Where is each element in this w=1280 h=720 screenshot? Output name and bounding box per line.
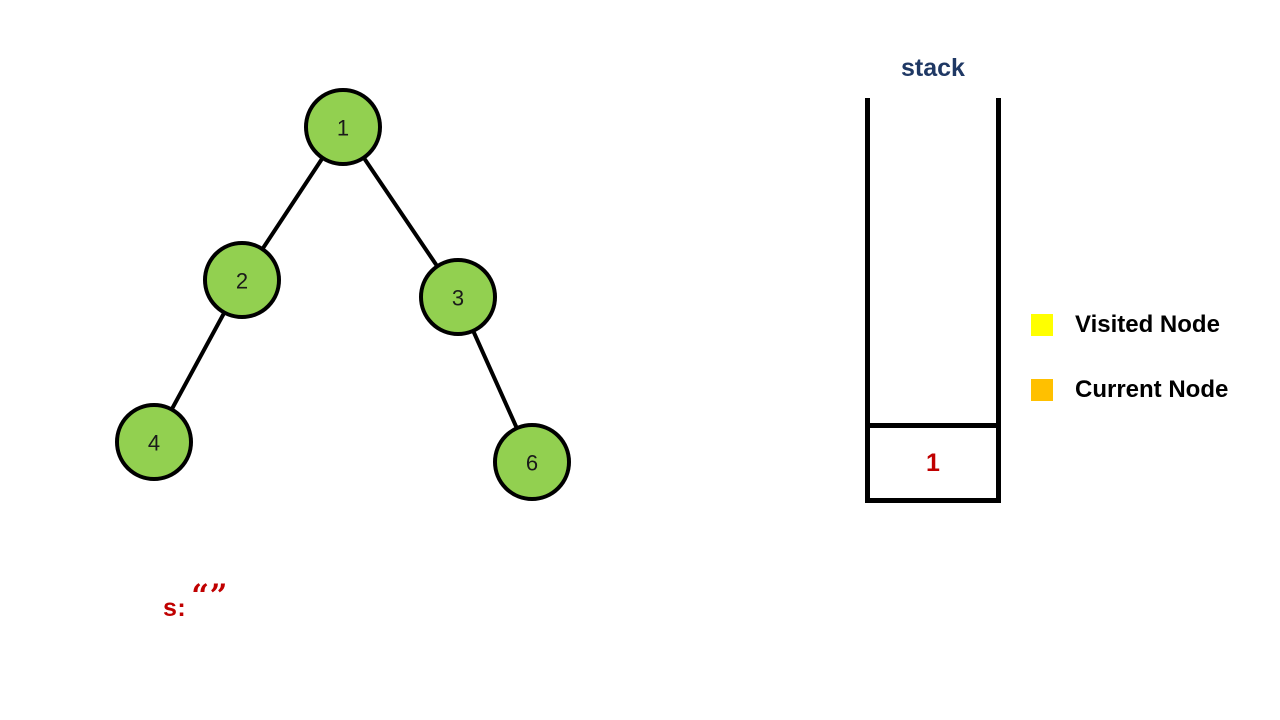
tree-node-label-4: 4	[148, 431, 160, 456]
visited-node-swatch	[1031, 314, 1053, 336]
tree-node-group: 1 2 3 4 6	[115, 88, 571, 501]
tree-node-circle-6[interactable]	[493, 423, 571, 501]
tree-node-circle-3[interactable]	[419, 258, 497, 336]
tree-node-circle-2[interactable]	[203, 241, 281, 319]
legend-item: Current Node	[1031, 376, 1229, 403]
stack-cell: 1	[870, 423, 996, 498]
tree-node-3[interactable]: 3	[419, 258, 497, 336]
legend-label: Visited Node	[1075, 311, 1220, 338]
traversal-string-output: s:“”	[163, 578, 228, 623]
string-label: s:	[163, 594, 187, 622]
tree-node-label-6: 6	[526, 451, 538, 476]
legend-label: Current Node	[1075, 376, 1229, 403]
current-node-swatch	[1031, 379, 1053, 401]
tree-node-circle-4[interactable]	[115, 403, 193, 481]
stack-container: 1	[865, 98, 1001, 503]
tree-node-1[interactable]: 1	[304, 88, 382, 166]
tree-node-label-1: 1	[337, 116, 349, 141]
tree-node-2[interactable]: 2	[203, 241, 281, 319]
tree-node-circle-1[interactable]	[304, 88, 382, 166]
tree-node-label-2: 2	[236, 269, 248, 294]
legend-item: Visited Node	[1031, 311, 1228, 338]
tree-node-4[interactable]: 4	[115, 403, 193, 481]
stack-title: stack	[901, 54, 965, 82]
tree-node-6[interactable]: 6	[493, 423, 571, 501]
binary-tree-diagram: 1 2 3 4 6	[115, 88, 571, 501]
string-value: “”	[191, 578, 228, 614]
tree-node-label-3: 3	[452, 286, 464, 311]
